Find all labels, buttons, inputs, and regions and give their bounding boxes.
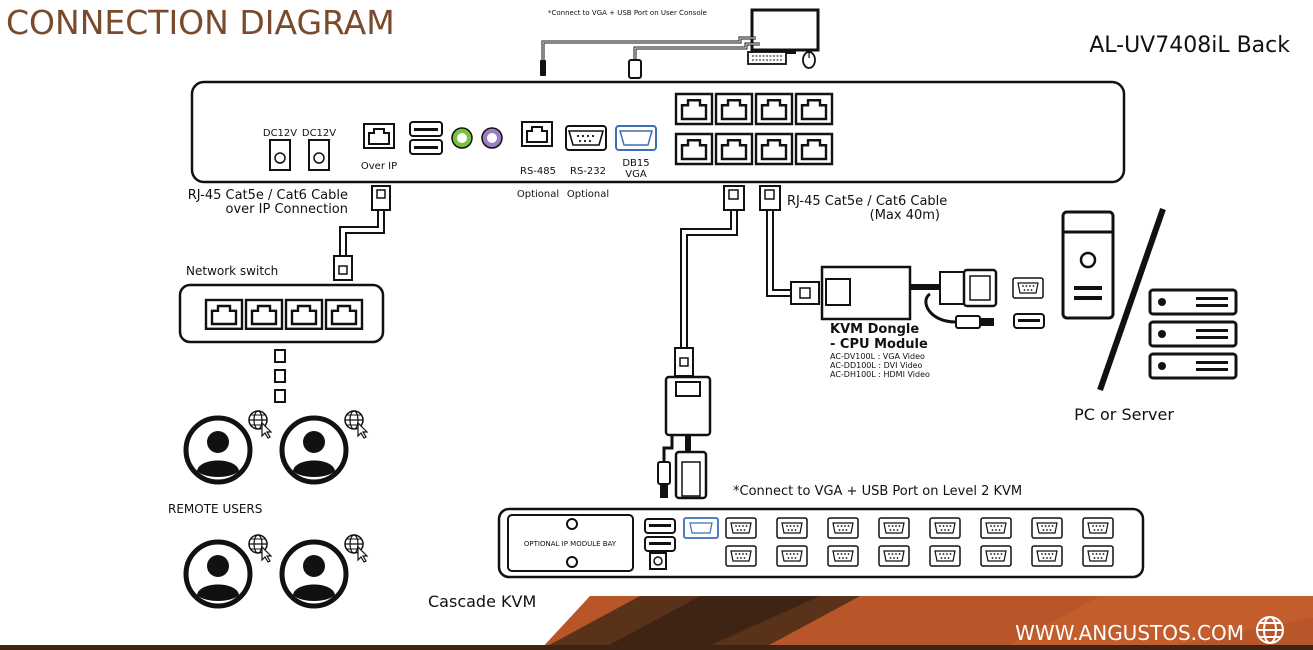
db15-label: DB15	[622, 158, 649, 169]
kvm-dongle	[820, 265, 998, 329]
dongle-variant-3: AC-DH100L : HDMI Video	[830, 370, 930, 379]
optional-label-1: Optional	[517, 189, 559, 200]
mouse-icon	[802, 51, 816, 69]
cascade-label: Cascade KVM	[428, 592, 536, 611]
ip-cable	[333, 185, 391, 281]
console-cables-inner	[542, 37, 760, 60]
cat-max-label-2: (Max 40m)	[870, 208, 940, 223]
pc-server-label: PC or Server	[1074, 405, 1174, 424]
globe-icon	[248, 410, 272, 439]
over-ip-port[interactable]	[363, 123, 395, 149]
over-ip-label: Over IP	[361, 161, 397, 172]
cascade-usb-ports[interactable]	[644, 518, 676, 570]
vga-plug	[628, 59, 642, 79]
ip-module-bay	[507, 514, 634, 572]
rs232-label: RS-232	[570, 166, 606, 177]
network-switch-label: Network switch	[186, 264, 278, 278]
remote-user-4	[282, 534, 368, 606]
remote-users-label: REMOTE USERS	[168, 502, 262, 516]
db15-vga-port[interactable]	[615, 125, 657, 151]
top-note: *Connect to VGA + USB Port on User Conso…	[548, 9, 707, 17]
globe-icon	[1256, 616, 1284, 644]
level2-note: *Connect to VGA + USB Port on Level 2 KV…	[733, 484, 1022, 499]
model-label: AL-UV7408iL Back	[1089, 33, 1290, 58]
page-title: CONNECTION DIAGRAM	[6, 3, 395, 42]
pc-tower-icon	[1061, 210, 1115, 320]
remote-user-1	[186, 410, 272, 482]
cascade-console-vga[interactable]	[683, 517, 719, 539]
dc-label-1: DC12V	[263, 128, 297, 139]
keyboard-icon	[747, 51, 787, 65]
optional-label-2: Optional	[567, 189, 609, 200]
rs485-label: RS-485	[520, 166, 556, 177]
dotted-connection	[274, 349, 286, 403]
ps2-mouse-port[interactable]	[481, 127, 503, 149]
cat-max-label-1: RJ-45 Cat5e / Cat6 Cable	[787, 194, 947, 209]
vga-label: VGA	[625, 169, 647, 180]
pc-usb-port[interactable]	[1013, 313, 1045, 329]
footer-url[interactable]: WWW.ANGUSTOS.COM	[1015, 621, 1244, 645]
dongle-label-2: - CPU Module	[830, 337, 928, 352]
rs232-port[interactable]	[565, 125, 607, 151]
remote-user-2	[282, 410, 368, 482]
cat-ip-label-1: RJ-45 Cat5e / Cat6 Cable	[188, 188, 348, 203]
globe-icon	[248, 534, 272, 563]
usb-ports[interactable]	[409, 121, 443, 155]
rs485-port[interactable]	[521, 121, 553, 147]
pc-vga-port[interactable]	[1012, 277, 1044, 299]
globe-icon	[344, 534, 368, 563]
ip-bay-label: OPTIONAL IP MODULE BAY	[524, 540, 617, 548]
footer-band	[0, 596, 1313, 650]
globe-icon	[344, 410, 368, 439]
divider-slash	[1097, 208, 1166, 391]
cat-ip-label-2: over IP Connection	[226, 202, 348, 217]
dc-power-port-2[interactable]	[308, 139, 330, 171]
dongle-label-1: KVM Dongle	[830, 322, 919, 337]
ps2-keyboard-port[interactable]	[451, 127, 473, 149]
dongle-variant-2: AC-DD100L : DVI Video	[830, 361, 923, 370]
kvm-back-panel	[190, 80, 1126, 184]
monitor-icon	[750, 8, 820, 54]
console-cables	[541, 36, 760, 60]
dc-label-2: DC12V	[302, 128, 336, 139]
usb-plug	[540, 60, 546, 76]
cascade-cable	[657, 185, 745, 500]
server-icon	[1148, 288, 1238, 380]
dongle-cable	[759, 185, 820, 305]
dongle-variant-1: AC-DV100L : VGA Video	[830, 352, 925, 361]
dc-power-port-1[interactable]	[269, 139, 291, 171]
remote-user-3	[186, 534, 272, 606]
